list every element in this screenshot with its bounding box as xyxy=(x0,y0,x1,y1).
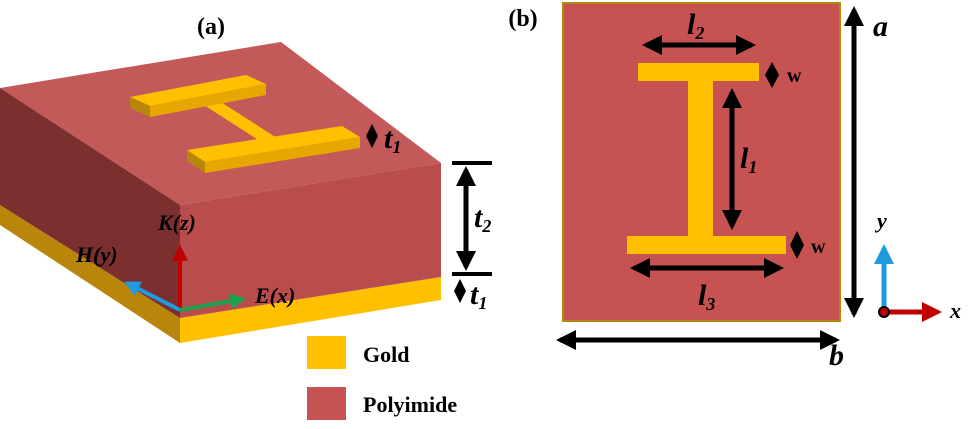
w-top-diamond-marker xyxy=(765,62,779,88)
resonator-stem xyxy=(688,81,713,236)
t1-bottom-diamond-marker xyxy=(454,279,466,303)
gold-layer-front-side xyxy=(180,277,441,343)
l3-label: l3 xyxy=(698,279,715,314)
resonator-bar-back-end xyxy=(130,97,150,117)
resonator-top-bar xyxy=(638,63,759,81)
resonator-stem-top xyxy=(193,95,280,143)
panel-a-label: (a) xyxy=(197,14,225,40)
panel-a-unit-cell xyxy=(0,42,441,343)
axes-origin-dot xyxy=(878,306,890,318)
w-bottom-diamond-marker xyxy=(790,231,804,259)
y-axis-label: y xyxy=(874,208,887,233)
polyimide-top-face xyxy=(0,42,441,205)
resonator-bar-front-front xyxy=(205,137,360,173)
w-top-label: w xyxy=(787,65,802,87)
l1-label: l1 xyxy=(740,142,757,177)
t2-label: t2 xyxy=(474,201,491,236)
l2-label: l2 xyxy=(687,8,704,43)
panel-b-label: (b) xyxy=(508,6,537,32)
polyimide-left-face xyxy=(0,88,180,318)
resonator-bar-back-top xyxy=(130,75,266,106)
legend-swatch-polyimide xyxy=(307,387,346,420)
h-axis-arrow xyxy=(124,281,181,312)
e-axis-label: E(x) xyxy=(254,283,295,308)
legend-label-gold: Gold xyxy=(363,342,409,367)
legend: Gold Polyimide xyxy=(307,336,457,420)
k-axis-label: K(z) xyxy=(157,210,196,235)
resonator-bar-front-top xyxy=(187,126,360,162)
h-axis-label: H(y) xyxy=(75,242,118,267)
x-axis-label: x xyxy=(949,298,961,323)
legend-swatch-gold xyxy=(307,336,346,369)
polyimide-front-face xyxy=(180,163,441,318)
resonator-bar-front-end xyxy=(187,150,205,173)
resonator-bottom-bar xyxy=(627,236,786,254)
a-label: a xyxy=(873,10,888,43)
t1-top-label: t1 xyxy=(384,122,401,157)
t1-bottom-label: t1 xyxy=(470,278,487,313)
b-label: b xyxy=(829,339,844,372)
legend-label-polyimide: Polyimide xyxy=(363,392,457,417)
gold-layer-left-side xyxy=(0,205,180,343)
w-bottom-label: w xyxy=(811,236,826,258)
t1-top-diamond-marker xyxy=(366,124,378,148)
e-axis-arrow xyxy=(179,293,247,312)
resonator-bar-back-front xyxy=(150,84,266,117)
